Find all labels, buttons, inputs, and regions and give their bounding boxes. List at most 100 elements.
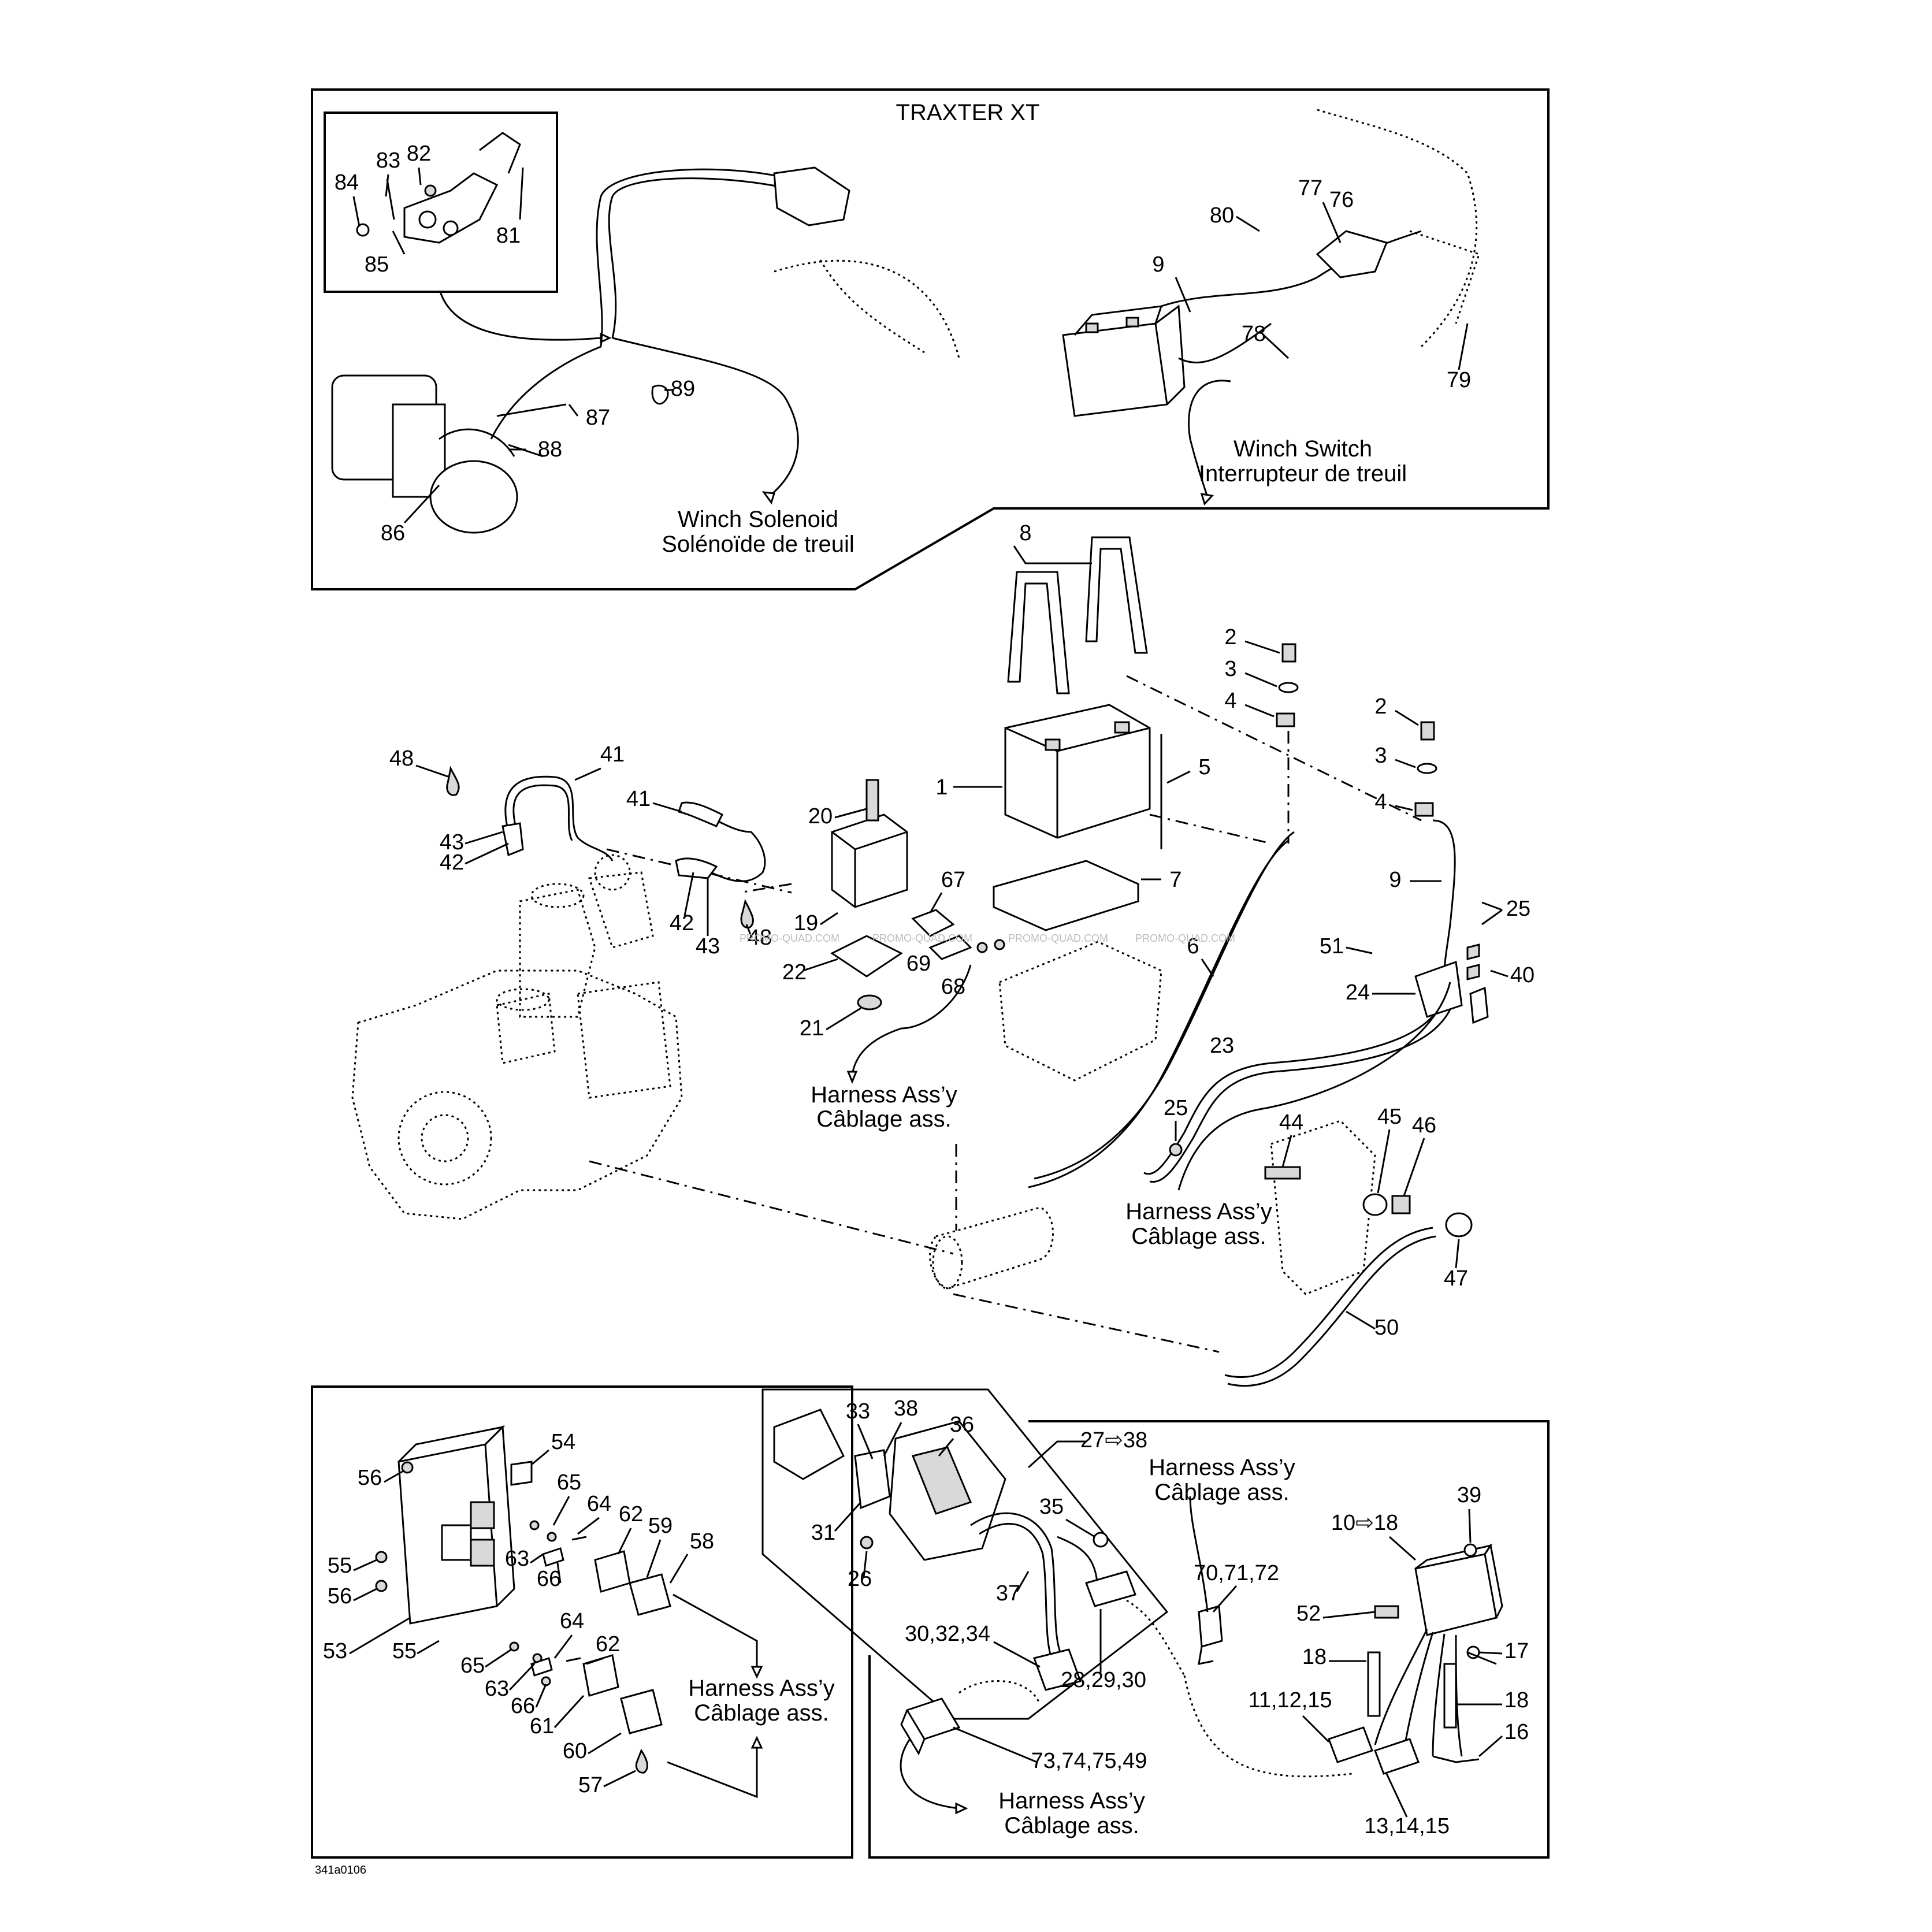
callout: 62 <box>596 1632 620 1656</box>
callout: 26 <box>848 1567 872 1591</box>
callout: 84 <box>335 170 359 195</box>
relay-upper-drawing <box>529 1520 671 1616</box>
callout: 67 <box>941 868 965 892</box>
callout: 9 <box>1152 252 1164 277</box>
bottom-right-callouts: 33 38 36 27⇨38 31 35 26 37 30,32,34 28,2… <box>811 1396 1529 1838</box>
callout: 27⇨38 <box>1080 1428 1147 1452</box>
hose-41-left <box>501 775 614 861</box>
callout: 40 <box>1510 963 1535 987</box>
callout: 33 <box>846 1399 870 1424</box>
harness-right-top-label-fr: Câblage ass. <box>1154 1480 1289 1505</box>
solenoid-leader <box>768 398 799 498</box>
relay-lower-drawing <box>509 1641 663 1774</box>
battery-drawing <box>1004 704 1151 839</box>
relay-24-drawing <box>1414 960 1463 1018</box>
callout: 64 <box>560 1609 584 1633</box>
callout: 87 <box>586 406 610 430</box>
solenoid-arrow <box>761 491 775 505</box>
callout: 83 <box>376 148 400 173</box>
top-leader-lines <box>352 167 1469 524</box>
electrical-box-drawing <box>375 1425 515 1625</box>
harness-left-label-en: Harness Ass’y <box>688 1675 834 1701</box>
callout: 5 <box>1198 755 1210 779</box>
callout: 73,74,75,49 <box>1031 1749 1147 1773</box>
clip-54-drawing <box>510 1461 533 1486</box>
connector-70-drawing <box>1198 1605 1223 1665</box>
harness-right-top-leader <box>1189 1496 1209 1613</box>
callout: 64 <box>587 1492 611 1516</box>
callout: 39 <box>1457 1483 1481 1507</box>
cable-23-edge <box>1149 979 1460 1183</box>
harness-37-drawing <box>970 1512 1186 1691</box>
callout: 8 <box>1019 521 1031 545</box>
bottom-right-panel-frame <box>868 1420 1550 1859</box>
ignition-coil-drawing <box>830 779 908 1010</box>
callout: 24 <box>1346 980 1370 1005</box>
callout: 70,71,72 <box>1194 1561 1279 1585</box>
callout: 7 <box>1169 868 1182 892</box>
battery-holder-drawing <box>998 941 1162 1082</box>
harness-bottom-arrow <box>955 1802 968 1815</box>
nut-25-lower <box>1466 964 1480 980</box>
callout: 66 <box>537 1567 561 1591</box>
callout: 63 <box>485 1677 509 1701</box>
callout: 6 <box>1187 934 1199 958</box>
callout: 56 <box>358 1466 382 1490</box>
callout: 16 <box>1504 1720 1529 1744</box>
callout: 28,29,30 <box>1061 1668 1146 1692</box>
callout: 68 <box>941 975 965 999</box>
bottom-left-leader-lines <box>349 1449 689 1788</box>
callout: 65 <box>460 1654 485 1678</box>
callout: 78 <box>1242 322 1266 346</box>
harness-cable-mid <box>1177 982 1451 1191</box>
callout: 44 <box>1279 1110 1303 1135</box>
watermark-mid: PROMO-QUAD.COM <box>872 932 972 944</box>
bolt-stack-right <box>1414 721 1437 817</box>
harness-leader-center <box>851 964 972 1075</box>
connector-67-drawing <box>911 909 1005 960</box>
harness-left-leader-lower <box>667 1745 758 1799</box>
harness-bottom-leader <box>900 1738 960 1810</box>
harness-right-bottom-label-en: Harness Ass’y <box>998 1788 1145 1814</box>
bottom-right-leader-lines <box>834 1422 1503 1818</box>
callout: 47 <box>1444 1266 1468 1291</box>
callout: 19 <box>794 911 818 935</box>
callout: 2 <box>1224 625 1236 649</box>
switch-arrow <box>1200 493 1214 506</box>
harness-center-label-fr: Câblage ass. <box>816 1106 951 1132</box>
callout: 46 <box>1412 1113 1436 1138</box>
cable-23 <box>1143 976 1451 1175</box>
nut-25-upper <box>1466 943 1480 960</box>
callout: 43 <box>440 830 464 854</box>
cable-9 <box>1432 819 1456 977</box>
hose-41-right <box>675 801 766 882</box>
watermark-far-right: PROMO-QUAD.COM <box>1135 932 1235 944</box>
battery-straps-drawing <box>1007 536 1148 694</box>
callout: 10⇨18 <box>1331 1511 1398 1535</box>
callout: 48 <box>389 746 414 771</box>
bolt-stack-left <box>1276 643 1299 727</box>
callout: 18 <box>1302 1645 1327 1669</box>
bottom-left-callouts: 54 56 65 64 62 59 58 55 56 63 66 53 55 6… <box>323 1430 714 1797</box>
callout: 51 <box>1320 934 1344 958</box>
middle-leader-lines <box>415 545 1509 1330</box>
callout: 88 <box>538 437 562 462</box>
winch-switch-label-fr: Interrupteur de treuil <box>1199 461 1407 486</box>
callout: 55 <box>328 1554 352 1578</box>
harness-right-top-label-en: Harness Ass’y <box>1149 1455 1295 1480</box>
callout: 25 <box>1506 897 1530 921</box>
drop-48-left-icon <box>446 766 460 796</box>
callout: 2 <box>1374 694 1387 719</box>
callout: 81 <box>496 224 521 248</box>
harness-main-label-fr: Câblage ass. <box>1131 1224 1266 1249</box>
callout: 85 <box>365 252 389 277</box>
callout: 38 <box>894 1396 918 1421</box>
bottom-left-panel-frame <box>311 1385 853 1859</box>
callout: 62 <box>619 1502 643 1526</box>
callout: 4 <box>1224 689 1236 713</box>
drawing-id: 341a0106 <box>315 1864 366 1877</box>
callout: 30,32,34 <box>905 1622 990 1646</box>
middle-callouts: 8 2 3 4 5 1 7 2 3 4 9 25 51 24 40 6 23 4… <box>389 521 1535 1340</box>
callout: 79 <box>1447 368 1471 392</box>
callout: 17 <box>1504 1639 1529 1663</box>
